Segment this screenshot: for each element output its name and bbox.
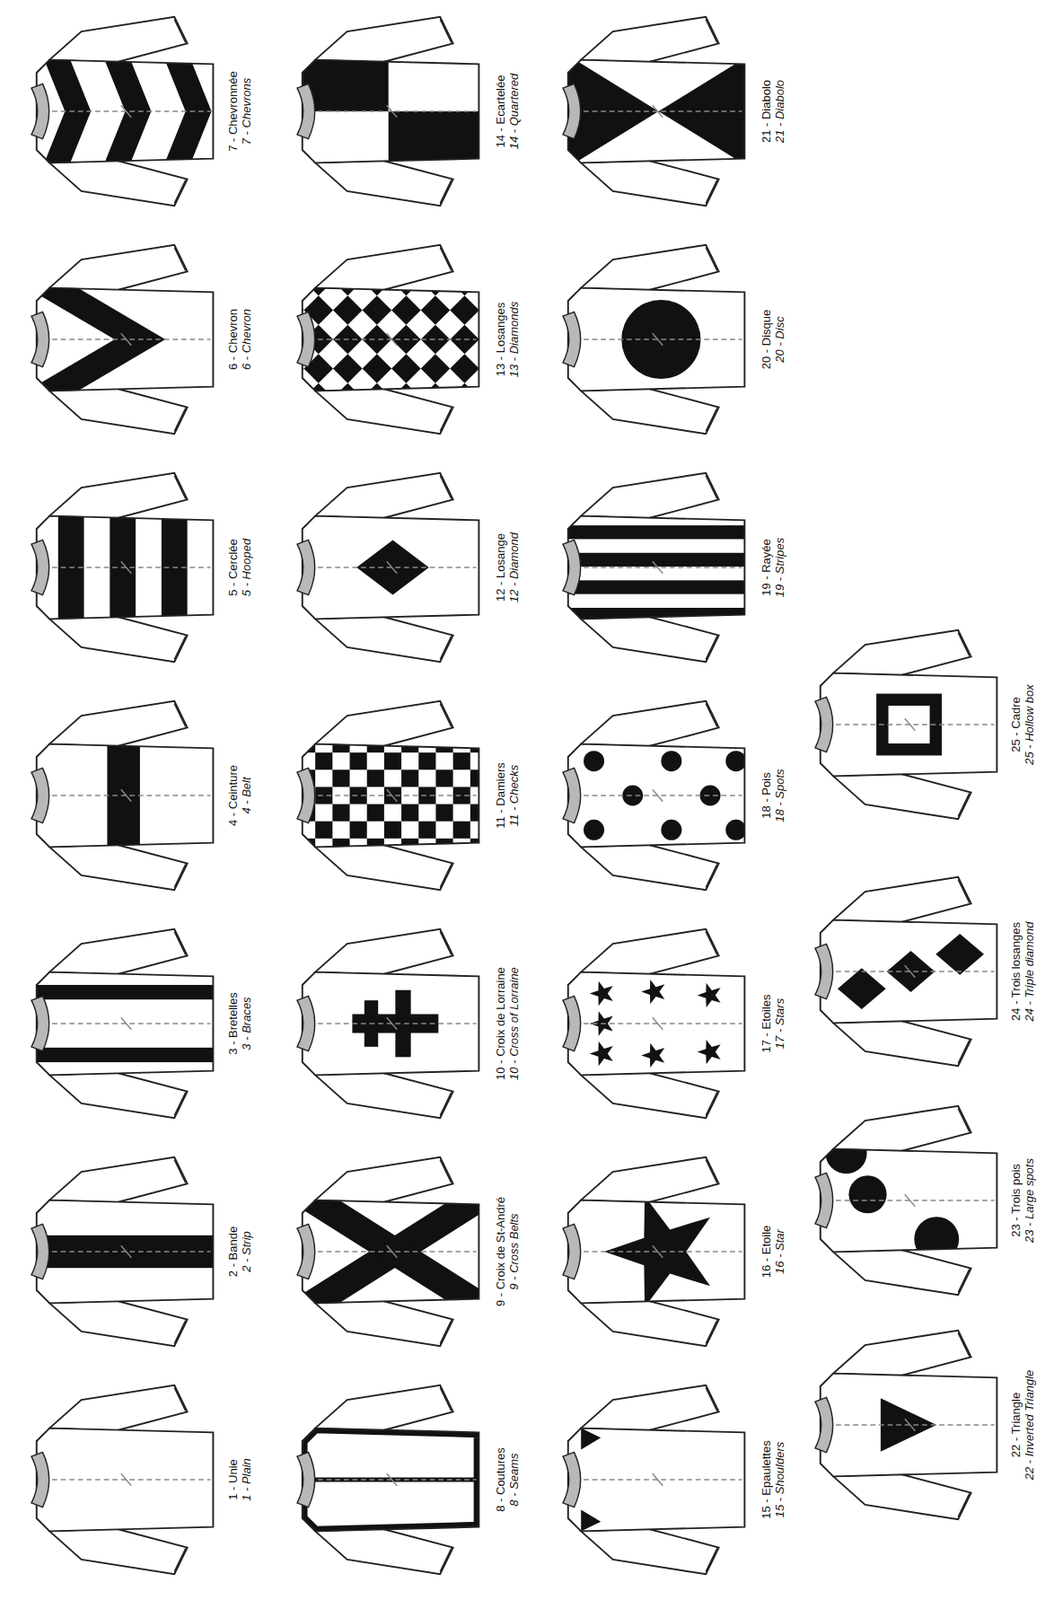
english-label: 8 - Seams — [507, 1373, 521, 1586]
french-label: 7 - Chevronnée — [226, 5, 240, 218]
jockey-silk — [297, 1157, 483, 1346]
french-label: 12 - Losange — [493, 461, 508, 674]
jockey-silk — [31, 473, 213, 662]
jockey-silk — [815, 630, 997, 819]
english-label: 25 - Hollow box — [1022, 618, 1037, 831]
english-label: 12 - Diamond — [507, 461, 521, 674]
jockey-silk — [297, 701, 505, 890]
french-label: 20 - Disque — [759, 233, 773, 446]
french-label: 6 - Chevron — [226, 233, 240, 446]
jockey-silk — [27, 1157, 227, 1346]
jockey-silk — [562, 701, 747, 890]
english-label: 9 - Cross Belts — [507, 1145, 521, 1358]
english-label: 4 - Belt — [239, 689, 254, 902]
jockey-silk — [297, 929, 479, 1118]
english-label: 22 - Inverted Triangle — [1022, 1318, 1037, 1531]
english-label: 14 - Quartered — [507, 5, 521, 218]
french-label: 25 - Cadre — [1009, 618, 1023, 831]
english-label: 11 - Checks — [507, 689, 521, 902]
english-label: 17 - Stars — [772, 917, 787, 1130]
jockey-silk — [815, 877, 997, 1066]
jockey-silk — [31, 17, 213, 206]
jockey-silk — [297, 473, 479, 662]
french-label: 16 - Etoile — [759, 1145, 773, 1358]
french-label: 18 - Pois — [759, 689, 773, 902]
french-label: 23 - Trois pois — [1009, 1094, 1023, 1307]
english-label: 10 - Cross of Lorraine — [507, 917, 521, 1130]
french-label: 13 - Losanges — [493, 233, 508, 446]
english-label: 19 - Stripes — [772, 461, 787, 674]
jockey-silk — [27, 929, 227, 1118]
jockey-silk — [31, 1385, 213, 1574]
english-label: 18 - Spots — [772, 689, 787, 902]
jockey-silk — [562, 245, 745, 434]
french-label: 4 - Ceinture — [226, 689, 240, 902]
english-label: 6 - Chevron — [239, 233, 254, 446]
jockey-silk — [293, 17, 492, 206]
jockey-silk — [562, 1157, 745, 1346]
french-label: 22 - Triangle — [1009, 1318, 1023, 1531]
jockey-silk — [216, 135, 626, 545]
english-label: 3 - Braces — [239, 917, 254, 1130]
english-label: 7 - Chevrons — [239, 5, 254, 218]
french-label: 21 - Diabolo — [759, 5, 773, 218]
english-label: 24 - Triple diamond — [1022, 865, 1037, 1078]
french-label: 3 - Bretelles — [226, 917, 240, 1130]
jockey-silk — [31, 701, 213, 890]
english-label: 21 - Diabolo — [772, 5, 787, 218]
jockey-silk — [559, 473, 758, 662]
jockey-silk — [562, 17, 749, 206]
french-label: 14 - Ecartelée — [493, 5, 508, 218]
english-label: 23 - Large spots — [1022, 1094, 1037, 1307]
jockey-silk — [297, 1385, 483, 1574]
english-label: 15 - Shoulders — [772, 1373, 787, 1586]
english-label: 20 - Disc — [772, 233, 787, 446]
french-label: 19 - Rayée — [759, 461, 773, 674]
english-label: 13 - Diamonds — [507, 233, 521, 446]
english-label: 5 - Hooped — [239, 461, 254, 674]
french-label: 24 - Trois losanges — [1009, 865, 1023, 1078]
jockey-silk — [562, 929, 745, 1118]
jockey-silk — [562, 1385, 745, 1574]
french-label: 1 - Unie — [226, 1373, 240, 1586]
french-label: 11 - Damiers — [493, 689, 508, 902]
english-label: 16 - Star — [772, 1145, 787, 1358]
french-label: 5 - Cerclée — [226, 461, 240, 674]
french-label: 17 - Etoiles — [759, 917, 773, 1130]
jockey-silk — [815, 1106, 997, 1295]
jockey-silk — [31, 245, 213, 434]
english-label: 2 - Strip — [239, 1145, 254, 1358]
french-label: 15 - Epaulettes — [759, 1373, 773, 1586]
french-label: 9 - Croix de St-André — [493, 1145, 508, 1358]
french-label: 10 - Croix de Lorraine — [493, 917, 508, 1130]
jockey-silk — [815, 1330, 997, 1520]
english-label: 1 - Plain — [239, 1373, 254, 1586]
french-label: 8 - Coutures — [493, 1373, 508, 1586]
french-label: 2 - Bande — [226, 1145, 240, 1358]
